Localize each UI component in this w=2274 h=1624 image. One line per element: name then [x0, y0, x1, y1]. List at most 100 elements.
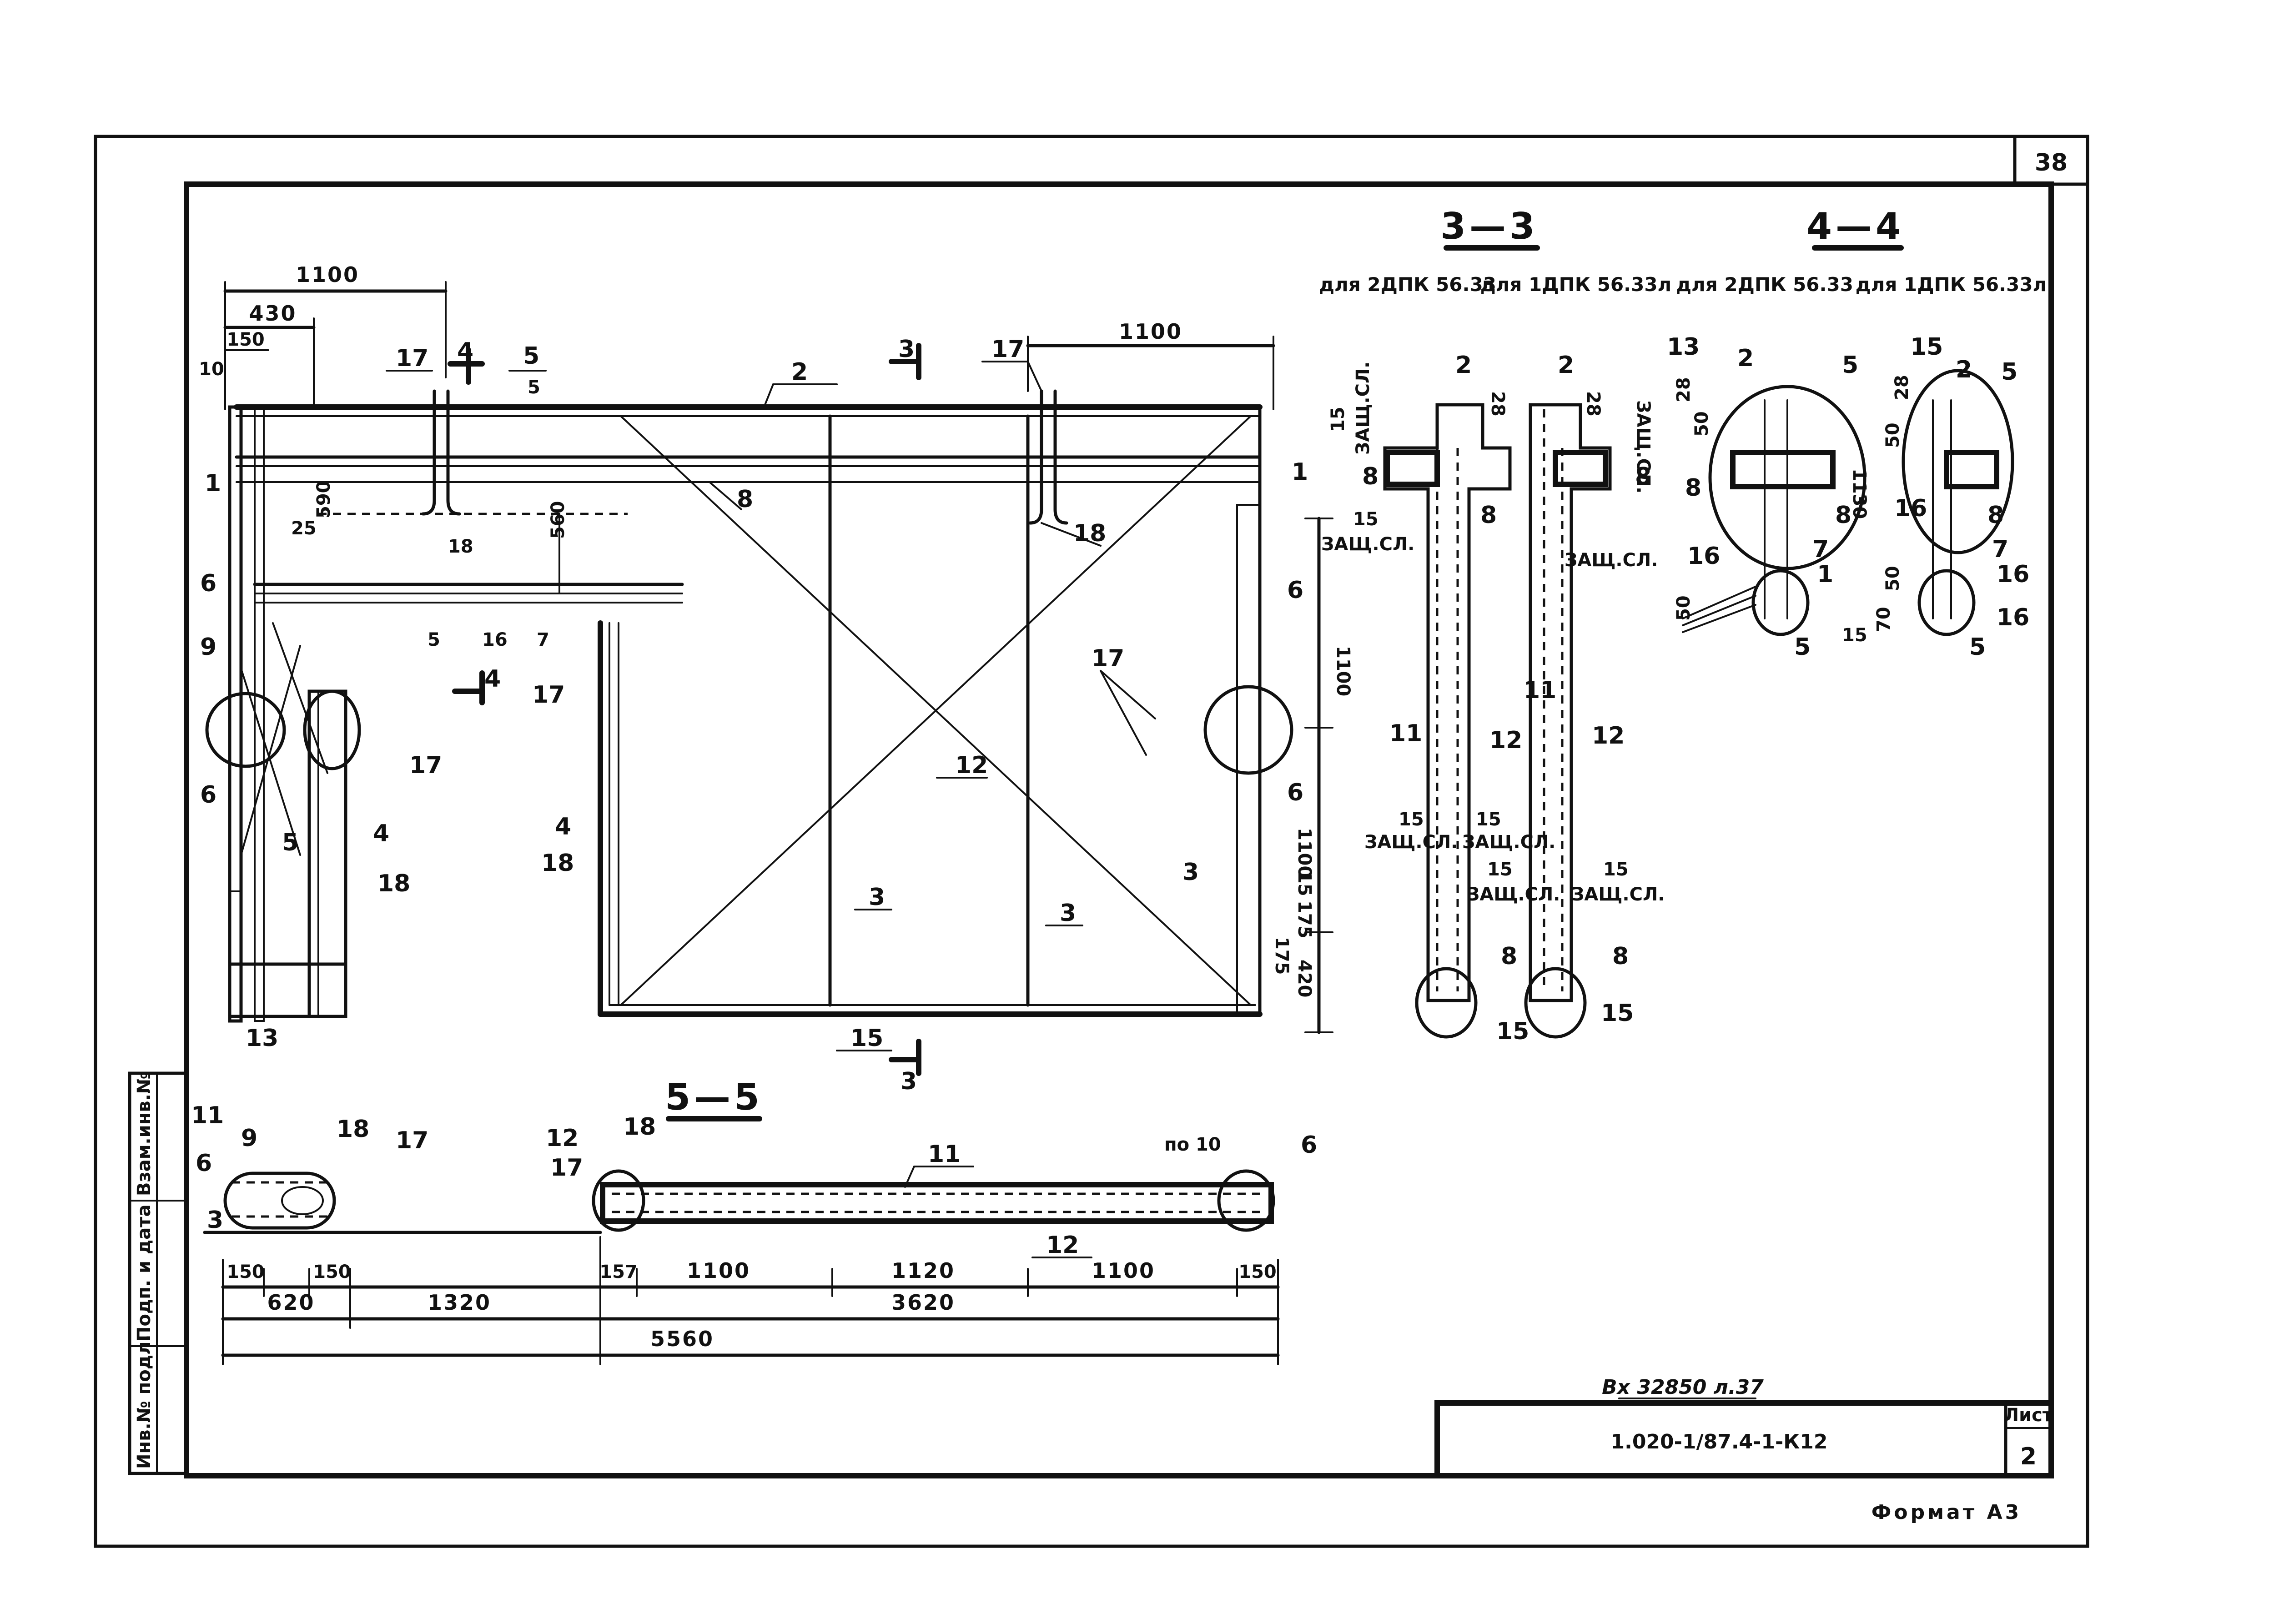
dim-150-c: 150: [1238, 1262, 1277, 1282]
s55-mark-17-left: 17: [396, 1127, 428, 1154]
s33-dim-15-left: 15: [1328, 407, 1348, 432]
sheet-number: 38: [2035, 149, 2068, 176]
s33-mark-8-left: 8: [1362, 463, 1378, 490]
mark-8-top: 8: [737, 486, 753, 513]
s33-mark-8-bottom-left: 8: [1501, 943, 1517, 970]
s33-cover-label-left: ЗАЩ.СЛ.: [1353, 362, 1373, 455]
s33-mark-8-right: 8: [1635, 463, 1651, 490]
s44-mark-15-right-b: 16: [1997, 561, 2029, 588]
sheet-value: 2: [2020, 1443, 2037, 1470]
s55-mark-17-right: 17: [550, 1154, 583, 1182]
s33-mark-2-left: 2: [1455, 352, 1472, 379]
mark-17-left-inner: 17: [409, 752, 442, 779]
mark-5-plan-small: 5: [528, 377, 540, 398]
mark-12-center: 12: [955, 752, 988, 779]
s33-dim-28-left: 28: [1487, 391, 1508, 417]
s33-mark-12-right: 12: [1592, 722, 1625, 749]
mark-16-left: 17: [396, 345, 428, 372]
s33-cover-mid-left: ЗАЩ.СЛ.: [1364, 832, 1458, 853]
mark-18-frame: 18: [541, 850, 574, 877]
mark-4-frame: 4: [555, 813, 571, 840]
s44-mark-5-bottom-left: 5: [1794, 634, 1811, 661]
dim-150-b: 150: [313, 1262, 351, 1282]
dim-150: 150: [226, 329, 265, 350]
s44-mark-5-left: 5: [1842, 352, 1858, 379]
dim-560: 560: [548, 501, 568, 539]
s33-cover-under: ЗАЩ.СЛ.: [1321, 534, 1414, 555]
cut-mark-3-top: 3: [889, 336, 921, 380]
cut-label-4-bottom: 4: [484, 665, 501, 693]
small-detail-dims: 590 560 25 5 16 7 5: [291, 377, 568, 650]
s44-mark-7-right: 7: [1992, 536, 2008, 563]
s55-mark-3: 3: [207, 1207, 223, 1234]
s44-dim-50-left-b: 50: [1673, 595, 1694, 621]
hook-rebars: [421, 389, 1068, 525]
s33-cover-mid-c: ЗАЩ.СЛ.: [1462, 832, 1555, 853]
section-4-4-label-right: для 1ДПК 56.33л: [1856, 273, 2047, 296]
s33-mark-11-left: 11: [1389, 720, 1422, 747]
s44-dim-50-left-a: 50: [1691, 411, 1712, 437]
mark-14-bottom: 15: [850, 1025, 883, 1052]
mark-15-small: 16: [482, 629, 508, 650]
mark-5-top: 5: [523, 342, 539, 370]
format-label: Формат А3: [1872, 1501, 2022, 1524]
dim-590: 590: [313, 481, 334, 519]
s55-mark-po10: по 10: [1164, 1134, 1221, 1155]
s44-dim-28-right: 28: [1892, 375, 1912, 400]
main-plan-view: [234, 404, 1293, 1017]
s44-mark-15-right-c: 16: [1997, 604, 2029, 631]
dim-175-right-a: 175: [1294, 900, 1315, 939]
approval-sidebar: Инв.№ подл. Подп. и дата Взам.инв.№: [128, 1071, 188, 1475]
s55-mark-12-left: 12: [546, 1125, 579, 1152]
mark-3-right: 3: [1182, 859, 1199, 886]
cut-mark-4-bottom: 4: [452, 665, 501, 705]
mark-6-left-bottom: 6: [200, 781, 216, 809]
sidebar-podp-data: Подп. и дата: [134, 1205, 155, 1342]
mark-6-right-top: 6: [1287, 577, 1303, 604]
dim-175-right-b: 175: [1271, 937, 1292, 975]
s44-mark-15-left: 16: [1687, 543, 1720, 570]
s44-dim-1130: 1130: [1849, 468, 1870, 519]
dim-1320: 1320: [428, 1290, 491, 1315]
s44-dim-70-right: 70: [1873, 607, 1894, 632]
section-3-3-label-right: для 1ДПК 56.33л: [1480, 273, 1672, 296]
mark-18-left-inner: 18: [377, 870, 410, 897]
section-3-3-label-left: для 2ДПК 56.33: [1319, 273, 1496, 296]
s33-mark-12-left: 12: [1489, 727, 1522, 754]
s55-mark-12-right: 12: [1046, 1232, 1079, 1259]
s33-cover-label-right: ЗАЩ.СЛ.: [1633, 400, 1654, 493]
s55-mark-6-left: 6: [196, 1150, 212, 1177]
dim-1100-a: 1100: [687, 1258, 750, 1283]
s55-mark-18-right: 18: [623, 1113, 656, 1141]
s44-mark-5-right: 5: [2001, 358, 2017, 386]
sidebar-vzam-inv: Взам.инв.№: [134, 1072, 155, 1196]
dim-1120: 1120: [891, 1258, 955, 1283]
dim-25: 25: [291, 518, 317, 539]
section-3-3: 3—3 для 2ДПК 56.33 для 1ДПК 56.33л 2 2 8…: [1319, 205, 1671, 1045]
doc-code: 1.020-1/87.4-1-К12: [1610, 1430, 1827, 1453]
title-block: Вх 32850 л.37 1.020-1/87.4-1-К12 Лист 2: [1434, 1376, 2054, 1478]
section-3-3-title: 3—3: [1440, 205, 1538, 247]
dim-1100-top-left: 1100: [296, 262, 359, 287]
s44-dim-50-right-a: 50: [1882, 422, 1903, 448]
mark-13-left: 13: [246, 1025, 278, 1052]
mark-16-right: 17: [991, 336, 1024, 363]
left-plan-view: [205, 405, 361, 1023]
right-dimension-chain: 1100 1100 1100 15 175 175 420: [1026, 319, 1353, 1034]
s44-mark-1-left: 1: [1817, 561, 1833, 588]
dim-150-a: 150: [226, 1262, 265, 1282]
s33-mark-8-left-b: 8: [1480, 502, 1497, 529]
s55-mark-6-right: 6: [1301, 1131, 1317, 1159]
s33-mark-14-bottom-right: 15: [1601, 1000, 1634, 1027]
s33-dim-15-mid-r: 15: [1487, 859, 1513, 880]
s44-mark-2-right: 2: [1956, 356, 1972, 383]
s33-mark-8-bottom-right: 8: [1612, 943, 1629, 970]
mark-6-right-mid: 6: [1287, 779, 1303, 806]
s44-mark-8-inner: 8: [1835, 502, 1851, 529]
sidebar-inv-podl: Инв.№ подл.: [134, 1334, 155, 1469]
s44-mark-7-left: 7: [1812, 536, 1829, 563]
s44-mark-8-left: 8: [1685, 474, 1701, 502]
mark-1-left: 1: [205, 470, 221, 497]
s44-dim-28-left: 28: [1673, 377, 1694, 402]
